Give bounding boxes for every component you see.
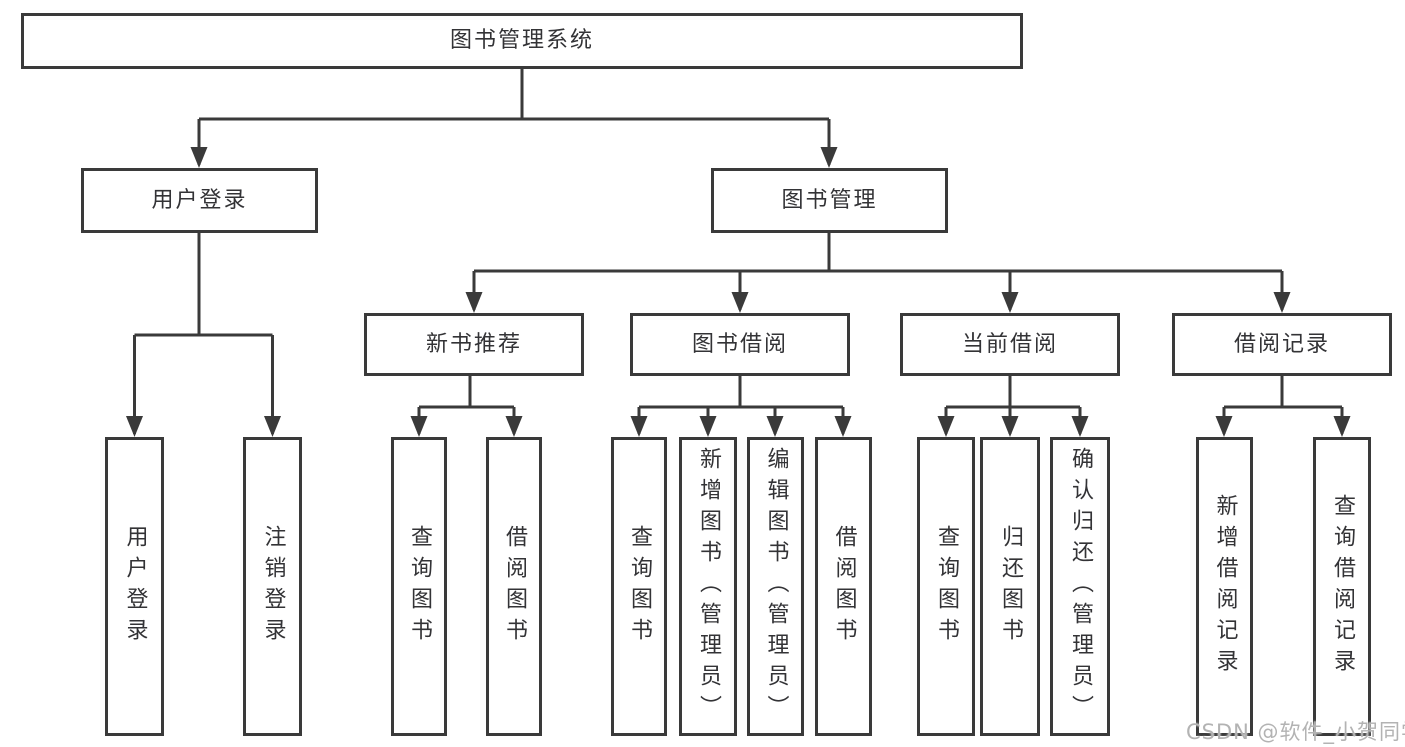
leaf-user-login: 用户登录: [105, 437, 164, 736]
node-borrowing-records: 借阅记录: [1172, 313, 1392, 376]
leaf-nbr-query-books: 查询图书: [391, 437, 447, 736]
leaf-bb-borrow-books: 借阅图书: [815, 437, 872, 736]
arrowheads: [126, 147, 1351, 437]
leaf-cb-query-books: 查询图书: [917, 437, 975, 736]
node-new-book-recommendation: 新书推荐: [364, 313, 584, 376]
node-book-borrowing: 图书借阅: [630, 313, 850, 376]
leaf-br-add-borrow-record: 新增借阅记录: [1196, 437, 1253, 736]
leaf-bb-edit-books-admin: 编辑图书（管理员）: [747, 437, 804, 736]
leaf-nbr-borrow-books: 借阅图书: [486, 437, 542, 736]
node-book-management: 图书管理: [711, 168, 948, 233]
node-user-login: 用户登录: [81, 168, 318, 233]
leaf-bb-query-books: 查询图书: [611, 437, 667, 736]
leaf-cb-confirm-return-admin: 确认归还（管理员）: [1050, 437, 1110, 736]
leaf-cb-return-books: 归还图书: [980, 437, 1040, 736]
leaf-bb-add-books-admin: 新增图书（管理员）: [679, 437, 737, 736]
leaf-logout: 注销登录: [243, 437, 302, 736]
leaf-br-query-borrow-record: 查询借阅记录: [1313, 437, 1371, 736]
node-current-borrowing: 当前借阅: [900, 313, 1120, 376]
csdn-watermark: CSDN @软件_小贺同学: [1186, 720, 1405, 744]
node-library-management-system: 图书管理系统: [21, 13, 1023, 69]
